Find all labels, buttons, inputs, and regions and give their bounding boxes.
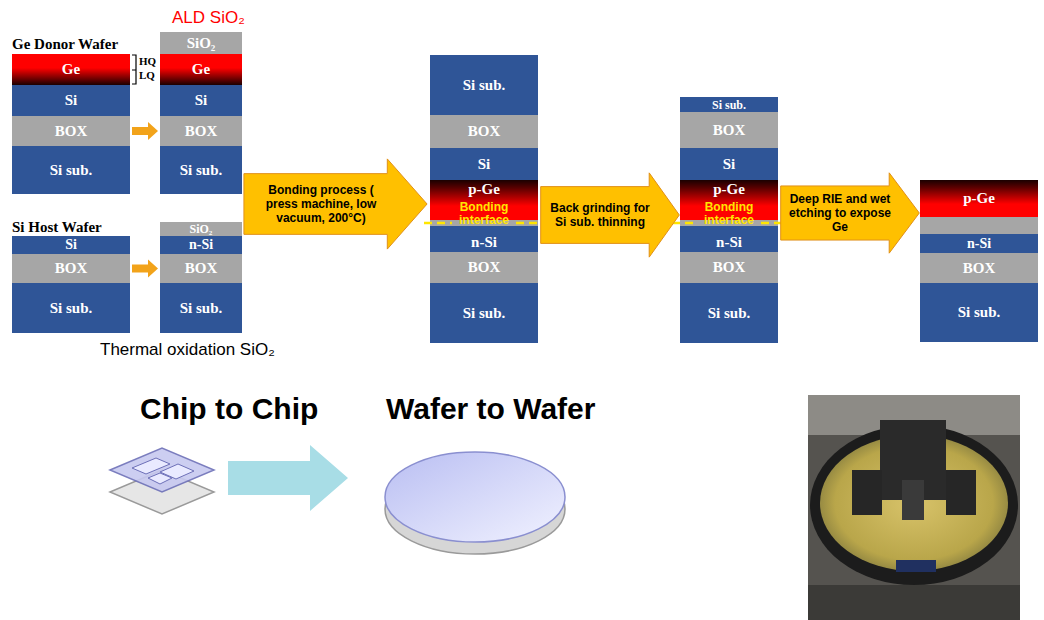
process-arrow: Deep RIE and wet etching to expose Ge <box>780 172 920 254</box>
wafer-layer: Si sub. <box>430 55 538 115</box>
label: Chip to Chip <box>140 392 318 426</box>
step-text: Bonding process ( press machine, low vac… <box>243 183 428 225</box>
layer-name: Si sub. <box>50 301 93 316</box>
layer-name: BOX <box>713 260 746 275</box>
layer-name: Si <box>478 157 491 172</box>
wafer-layer: BOX <box>12 254 130 283</box>
wafer-layer: BOX <box>680 252 778 283</box>
layer-name: Si <box>65 238 77 252</box>
wafer-layer: n-Si <box>430 226 538 252</box>
layer-name: Si sub. <box>180 301 223 316</box>
layer-name: Si <box>65 93 78 108</box>
layer-name: Si sub. <box>958 305 1001 320</box>
process-arrow: Bonding process ( press machine, low vac… <box>243 158 428 250</box>
label: Wafer to Wafer <box>386 392 595 426</box>
wafer-layer: Si <box>430 148 538 180</box>
wafer-layer: BOX <box>430 115 538 148</box>
transition-arrow <box>228 445 348 511</box>
layer-name: p-Ge <box>713 182 745 197</box>
label: LQ <box>139 69 155 81</box>
step-text: Back grinding for Si sub. thinning <box>540 201 680 229</box>
wafer-layer: SiO₂ <box>160 32 242 54</box>
wafer-layer: BOX <box>160 116 242 146</box>
wafer-layer: Si sub. <box>12 283 130 333</box>
wafer-layer: Si sub. <box>680 283 778 343</box>
layer-name: n-Si <box>716 235 742 250</box>
step-arrow <box>132 260 158 278</box>
label: Bonding interface <box>694 201 764 226</box>
label: HQ <box>139 55 156 67</box>
layer-name: BOX <box>468 124 501 139</box>
wafer-layer: p-Ge <box>920 180 1038 217</box>
layer-name: BOX <box>963 261 996 276</box>
wafer-layer: BOX <box>12 116 130 146</box>
layer-name: Si sub. <box>463 78 506 93</box>
step-arrow <box>132 122 158 140</box>
wafer-icon <box>385 452 565 554</box>
equipment-photo <box>808 395 1020 620</box>
layer-name: BOX <box>185 124 218 139</box>
wafer-layer: Ge <box>160 54 242 85</box>
wafer-layer: BOX <box>920 253 1038 283</box>
wafer-layer: n-Si <box>680 226 778 252</box>
layer-name: p-Ge <box>468 182 500 197</box>
wafer-layer: Si <box>160 85 242 116</box>
chip-icon <box>110 448 214 514</box>
layer-name: n-Si <box>967 237 991 251</box>
label: Thermal oxidation SiO₂ <box>100 340 275 360</box>
wafer-layer: BOX <box>160 254 242 283</box>
oxide-band <box>920 217 1038 234</box>
step-text: Deep RIE and wet etching to expose Ge <box>780 192 920 234</box>
label: ALD SiO₂ <box>172 8 245 28</box>
layer-name: Ge <box>192 62 210 77</box>
layer-name: BOX <box>713 123 746 138</box>
wafer-layer: Si sub. <box>920 283 1038 342</box>
label: Bonding interface <box>449 201 519 226</box>
wafer-layer: Si <box>12 236 130 254</box>
wafer-layer: Si sub. <box>12 146 130 194</box>
layer-name: Ge <box>62 62 80 77</box>
wafer-layer: Si <box>12 85 130 116</box>
wafer-layer: Ge <box>12 54 130 85</box>
label: Si Host Wafer <box>12 219 102 236</box>
layer-name: Si sub. <box>463 306 506 321</box>
layer-name: BOX <box>468 260 501 275</box>
layer-name: SiO₂ <box>190 223 213 235</box>
bracket <box>132 55 136 84</box>
layer-name: n-Si <box>189 238 213 252</box>
layer-name: Si <box>723 157 736 172</box>
layer-name: p-Ge <box>963 191 995 206</box>
layer-name: BOX <box>55 261 88 276</box>
wafer-layer: BOX <box>430 252 538 283</box>
wafer-layer: Si sub. <box>160 283 242 333</box>
wafer-layer: BOX <box>680 112 778 148</box>
layer-name: Si sub. <box>708 306 751 321</box>
wafer-layer: n-Si <box>160 236 242 254</box>
wafer-layer: n-Si <box>920 234 1038 253</box>
label: Ge Donor Wafer <box>12 36 118 53</box>
layer-name: n-Si <box>471 235 497 250</box>
layer-name: BOX <box>185 261 218 276</box>
process-arrow: Back grinding for Si sub. thinning <box>540 172 680 258</box>
wafer-layer: SiO₂ <box>160 222 242 236</box>
wafer-layer: Si sub. <box>160 146 242 194</box>
layer-name: BOX <box>55 124 88 139</box>
layer-name: Si sub. <box>50 163 93 178</box>
wafer-layer: Si <box>680 148 778 180</box>
layer-name: Si sub. <box>180 163 223 178</box>
layer-name: Si sub. <box>712 99 746 111</box>
layer-name: Si <box>195 93 208 108</box>
wafer-layer: Si sub. <box>680 97 778 112</box>
layer-name: SiO₂ <box>187 36 216 51</box>
wafer-layer: Si sub. <box>430 283 538 343</box>
